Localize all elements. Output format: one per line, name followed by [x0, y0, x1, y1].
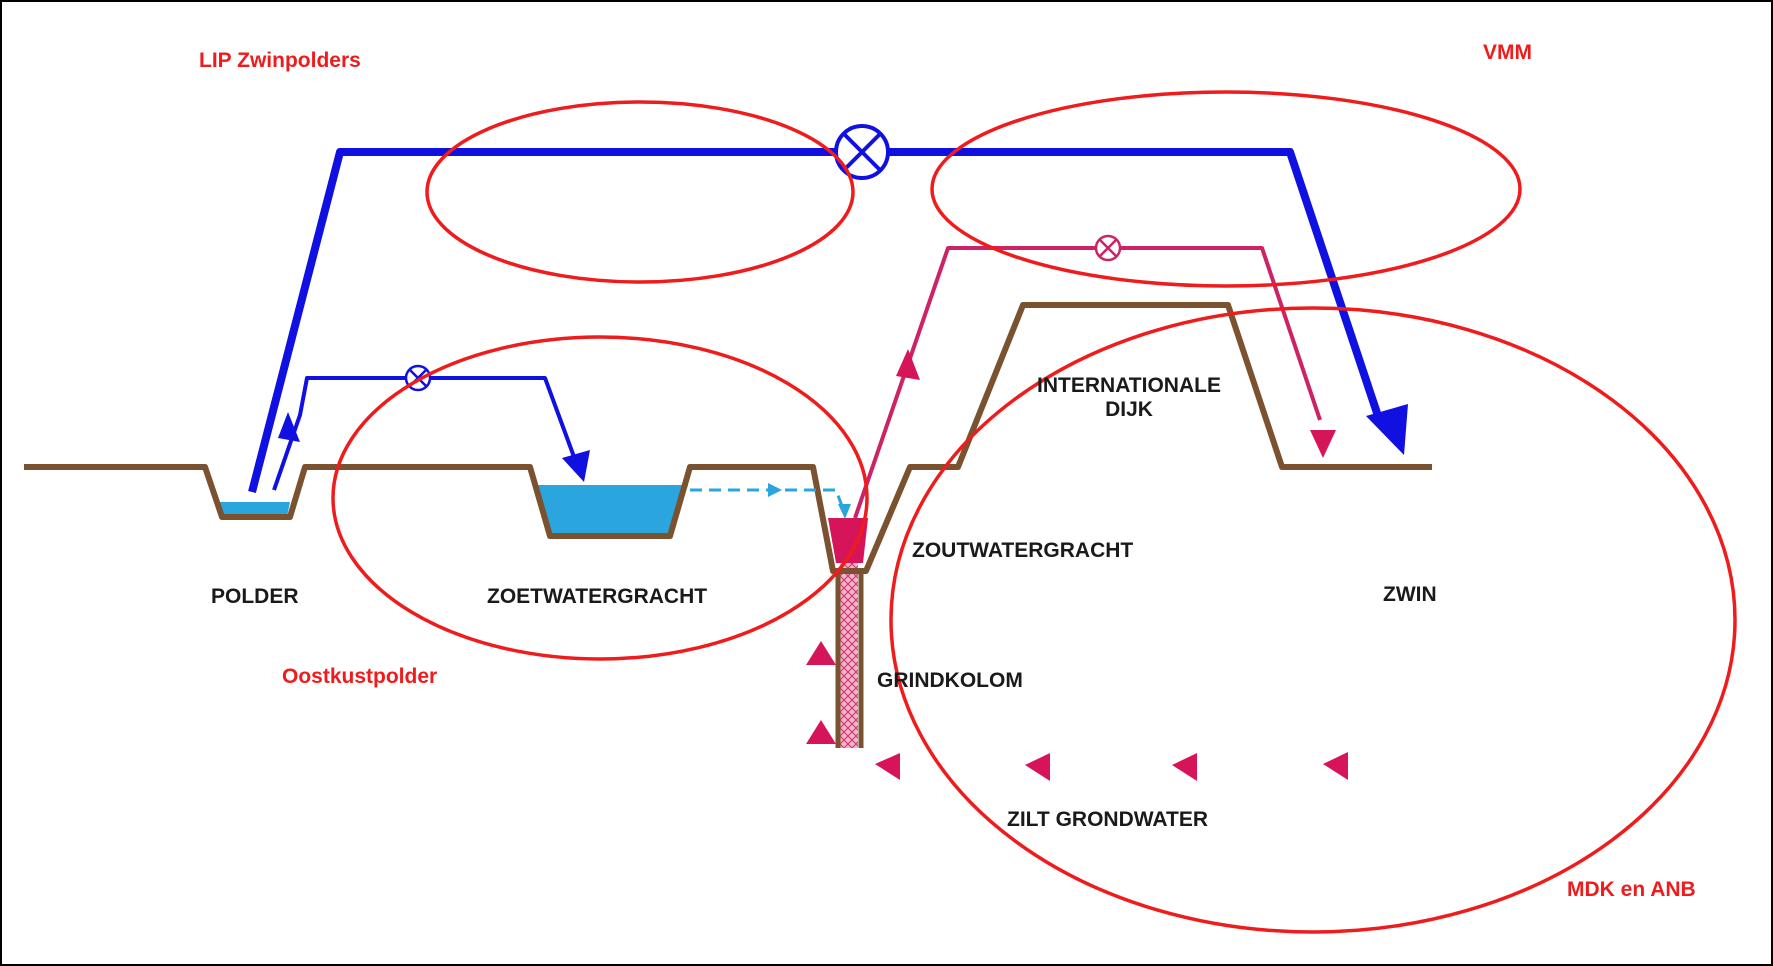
label-mdk-en-anb: MDK en ANB	[1567, 878, 1696, 901]
label-zoetwatergracht: ZOETWATERGRACHT	[487, 585, 708, 608]
label-zwin: ZWIN	[1383, 583, 1437, 606]
label-internationale-line1: INTERNATIONALE	[1037, 374, 1221, 397]
groundwater-left-arrow-1	[875, 753, 900, 780]
label-polder: POLDER	[211, 585, 299, 608]
groundwater-left-arrow-3	[1172, 753, 1197, 781]
groundwater-up-arrow-1	[806, 641, 836, 665]
groundwater-up-arrow-2	[806, 720, 836, 744]
main-valve-icon	[834, 124, 890, 180]
label-vmm: VMM	[1483, 41, 1532, 64]
polder-water	[218, 502, 290, 517]
lip-zwinpolders-ellipse	[425, 100, 855, 284]
main-fresh-pipe-arrow	[1366, 404, 1408, 455]
main-fresh-pipe	[248, 148, 1384, 494]
grindkolom-gravel	[840, 563, 858, 748]
groundwater-left-arrow-2	[1025, 753, 1050, 781]
salt-pipe-up-arrow	[896, 349, 920, 380]
zoetwatergracht-water	[538, 485, 688, 536]
ground-profile	[24, 302, 1432, 574]
mdk-anb-ellipse	[889, 306, 1737, 934]
seepage-arrow-1	[768, 483, 782, 497]
seepage-arrow-2	[838, 504, 851, 519]
salt-valve-icon	[1094, 234, 1122, 262]
label-lip-zwinpolders: LIP Zwinpolders	[199, 49, 361, 72]
salt-pipe-down-arrow	[1310, 430, 1336, 458]
oostkustpolder-ellipse	[331, 335, 869, 661]
label-oostkustpolder: Oostkustpolder	[282, 665, 438, 688]
polder-pipe-down-arrow	[562, 450, 590, 482]
label-grindkolom: GRINDKOLOM	[877, 669, 1023, 692]
groundwater-left-arrow-4	[1323, 752, 1348, 780]
zoutwatergracht-water	[828, 518, 868, 563]
polder-pipe-up-arrow	[278, 412, 300, 442]
vmm-ellipse	[930, 90, 1522, 288]
label-internationale-dijk: INTERNATIONALE DIJK	[1026, 374, 1232, 422]
label-zilt-grondwater: ZILT GRONDWATER	[1007, 808, 1209, 831]
label-zoutwatergracht: ZOUTWATERGRACHT	[912, 539, 1134, 562]
label-internationale-line2: DIJK	[1105, 398, 1153, 422]
